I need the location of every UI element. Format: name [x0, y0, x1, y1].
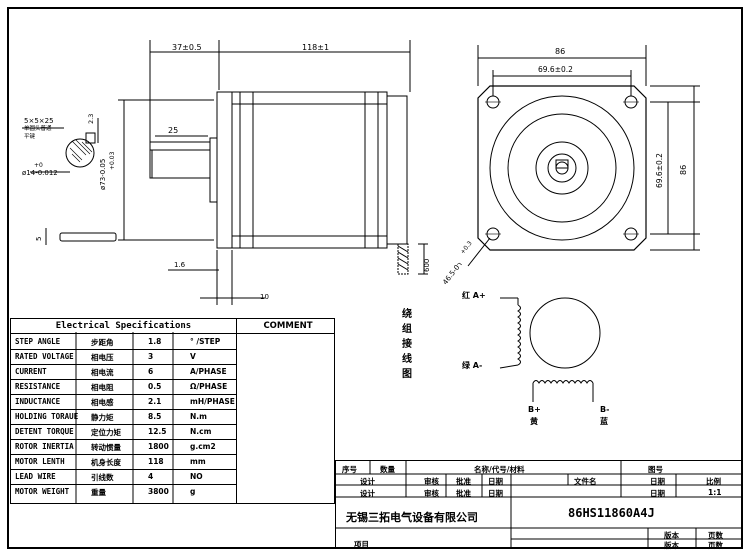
title-block-grid [336, 461, 741, 549]
dim-14: ø14-0.012 [22, 169, 58, 177]
title-block: 序号 数量 名称/代号/材料 图号 设计 审核 批准 日期 文件名 日期 比例 … [335, 460, 742, 550]
side-view [118, 40, 428, 305]
dim-118: 118±1 [302, 43, 330, 52]
tb-ratio-value: 1:1 [708, 488, 722, 497]
electrical-spec-table: Electrical Specifications COMMENT STEP A… [10, 318, 335, 504]
wire-b-plus: B+ [528, 405, 541, 414]
dim-2-3: 2.3 [87, 113, 95, 124]
dim-69-6-side: 69.6±0.2 [655, 153, 664, 188]
tb-date-1: 日期 [488, 477, 503, 486]
wiring-title-2: 组 [402, 324, 412, 335]
dim-600: 600 [423, 258, 431, 272]
tb-approve-1: 批准 [456, 477, 471, 486]
tb-model: 86HS11860A4J [568, 506, 655, 520]
wire-a-plus: 红 A+ [462, 291, 486, 300]
wire-b-minus-color: 蓝 [600, 417, 608, 426]
dim-25: 25 [168, 126, 179, 135]
key-detail [22, 118, 117, 245]
tb-version-2: 版本 [664, 541, 679, 550]
key-spec: 5×5×25 [24, 117, 54, 125]
tb-review-1: 审核 [424, 477, 439, 486]
front-view [467, 45, 700, 267]
dim-73: ø73-0.05 [99, 158, 107, 190]
tb-pages-2: 页数 [708, 541, 723, 550]
wiring-title-1: 绕 [402, 309, 412, 320]
tb-review-2: 审核 [424, 489, 439, 498]
tb-filename: 文件名 [574, 477, 597, 486]
spec-title: Electrical Specifications [11, 319, 237, 333]
dim-86-side: 86 [679, 164, 688, 175]
wire-b-minus: B- [600, 405, 610, 414]
wiring-title-5: 图 [402, 369, 412, 380]
dim-10: 10 [260, 293, 269, 301]
wire-b-plus-color: 黄 [530, 417, 538, 426]
dim-69-6-top: 69.6±0.2 [538, 65, 573, 74]
dim-37: 37±0.5 [172, 43, 202, 52]
tb-qty: 数量 [380, 465, 395, 474]
key-note-1: 单圆头普通 [24, 126, 52, 132]
wire-a-minus: 绿 A- [462, 361, 483, 370]
tb-date-2: 日期 [488, 489, 503, 498]
dim-86-top: 86 [555, 47, 566, 56]
tb-pages-1: 页数 [708, 531, 723, 540]
tb-design-2: 设计 [360, 489, 375, 498]
key-note-2: 平键 [24, 134, 36, 140]
dim-16: 1.6 [174, 261, 186, 269]
dim-5: 5 [35, 236, 43, 241]
wiring-title-4: 线 [402, 354, 412, 365]
tb-ratio: 比例 [706, 477, 721, 486]
wiring-diagram [499, 297, 601, 402]
dim-14-tol: +0 [34, 162, 43, 169]
wiring-title-3: 接 [402, 339, 412, 350]
tb-version-1: 版本 [664, 531, 679, 540]
tb-fig: 图号 [648, 465, 663, 474]
tb-date-r1: 日期 [650, 477, 665, 486]
tb-approve-2: 批准 [456, 489, 471, 498]
tb-company: 无锡三拓电气设备有限公司 [346, 511, 478, 524]
tb-design-1: 设计 [360, 477, 375, 486]
spec-table-lines [75, 332, 174, 504]
dim-73-tol: +0.03 [109, 151, 116, 170]
tb-date-r2: 日期 [650, 489, 665, 498]
tb-name: 名称/代号/材料 [474, 465, 525, 474]
tb-project: 项目 [354, 540, 369, 549]
comment-header: COMMENT [263, 321, 313, 331]
tb-seq: 序号 [342, 465, 357, 474]
